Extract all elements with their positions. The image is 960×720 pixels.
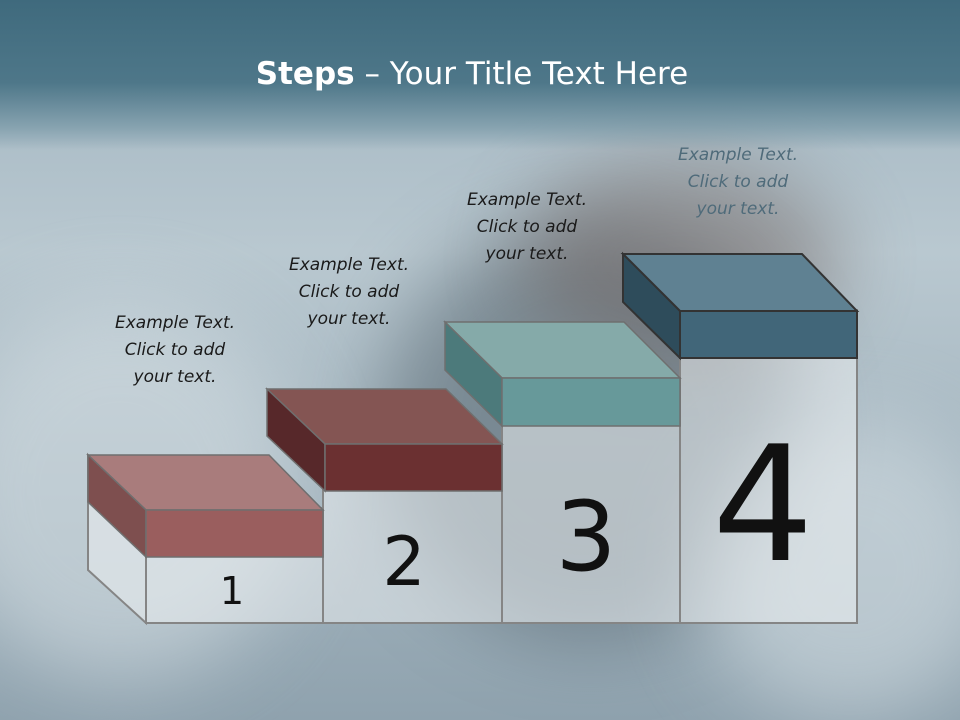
caption-line: Example Text. (466, 190, 588, 210)
step-1-number: 1 (220, 569, 244, 613)
step-4-caption[interactable]: Example Text. Click to add your text. (653, 142, 823, 223)
caption-line: your text. (485, 244, 569, 264)
caption-line: Example Text. (114, 313, 236, 333)
step-1-block[interactable] (86, 453, 325, 559)
step-3-block-front (501, 377, 681, 427)
step-2-number: 2 (382, 523, 425, 602)
caption-line: your text. (696, 199, 780, 219)
caption-line: Example Text. (288, 255, 410, 275)
caption-line: your text. (307, 309, 391, 329)
step-1-block-front (145, 509, 324, 558)
step-2-block-front (324, 443, 503, 492)
title-text: – Your Title Text Here (354, 56, 689, 92)
title-bold: Steps (255, 56, 355, 92)
step-2-block[interactable] (265, 387, 504, 493)
caption-line: Click to add (298, 282, 400, 302)
step-3-caption[interactable]: Example Text. Click to add your text. (442, 187, 612, 268)
step-4-block-front (679, 310, 858, 359)
caption-line: Example Text. (677, 145, 799, 165)
step-1-caption[interactable]: Example Text. Click to add your text. (90, 310, 260, 391)
step-3-block[interactable] (443, 320, 682, 428)
slide-title[interactable]: Steps – Your Title Text Here (0, 56, 944, 92)
title-band (0, 0, 960, 150)
step-3-number: 3 (555, 481, 616, 593)
step-4-box (679, 309, 858, 624)
step-4-block[interactable] (620, 251, 860, 361)
step-2-caption[interactable]: Example Text. Click to add your text. (264, 252, 434, 333)
caption-line: Click to add (124, 340, 226, 360)
caption-line: Click to add (476, 217, 578, 237)
caption-line: your text. (133, 367, 217, 387)
caption-line: Click to add (687, 172, 789, 192)
step-4-number: 4 (712, 411, 814, 598)
